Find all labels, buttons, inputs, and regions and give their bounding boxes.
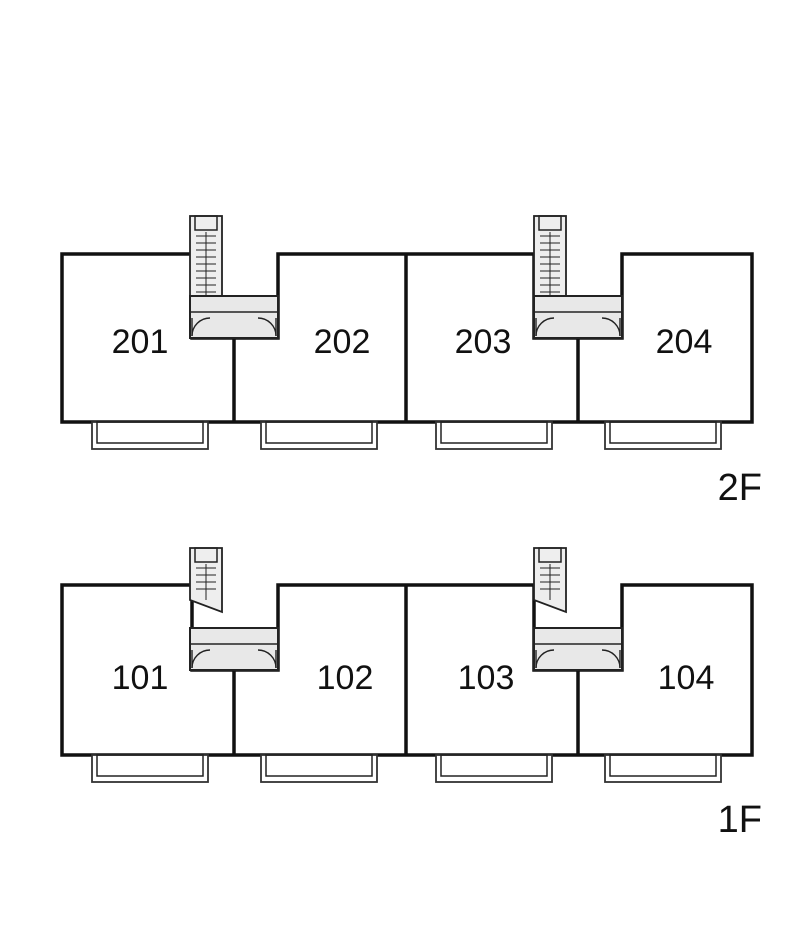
room-number[interactable]: 204: [656, 323, 713, 361]
balcony-101: [91, 754, 209, 783]
stair-treads: [196, 564, 216, 600]
balcony-202: [260, 421, 378, 450]
balcony-104: [604, 754, 722, 783]
room-number[interactable]: 101: [112, 659, 169, 697]
stair-treads: [196, 232, 216, 306]
room-number[interactable]: 104: [658, 659, 715, 697]
balcony-201: [91, 421, 209, 450]
floor-label: 2F: [718, 467, 762, 509]
balcony-203: [435, 421, 553, 450]
stairway-2f-right: [533, 215, 623, 339]
balconies-2f: [91, 421, 722, 450]
room-number[interactable]: 103: [458, 659, 515, 697]
balcony-103: [435, 754, 553, 783]
room-number[interactable]: 203: [455, 323, 512, 361]
stairway-1f-left: [189, 547, 279, 671]
stairway-1f-right: [533, 547, 623, 671]
corridor-landing: [189, 627, 279, 671]
corridor-landing: [533, 627, 623, 671]
balconies-1f: [91, 754, 722, 783]
room-number[interactable]: 102: [317, 659, 374, 697]
stair-treads: [540, 564, 560, 600]
floor-label: 1F: [718, 799, 762, 841]
stairway-2f-left: [189, 215, 279, 339]
floor-1f: 101 102 103 104 1F: [60, 547, 762, 841]
corridor-landing: [189, 295, 279, 339]
balcony-204: [604, 421, 722, 450]
balcony-102: [260, 754, 378, 783]
corridor-landing: [533, 295, 623, 339]
room-number[interactable]: 202: [314, 323, 371, 361]
room-number[interactable]: 201: [112, 323, 169, 361]
floor-2f: 201 202 203 204 2F: [60, 215, 762, 509]
